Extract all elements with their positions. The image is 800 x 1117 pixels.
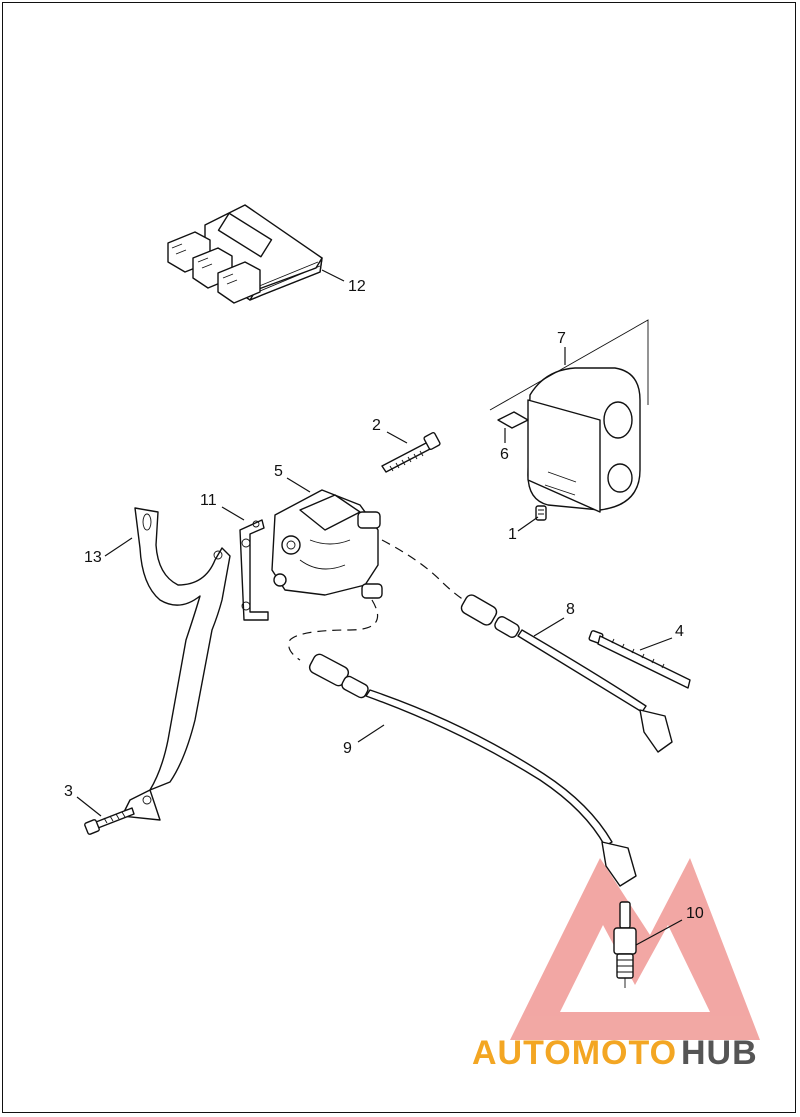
part-6-clip xyxy=(497,411,529,429)
callout-10: 10 xyxy=(686,905,704,922)
leader-4 xyxy=(639,637,673,651)
callout-8: 8 xyxy=(566,601,575,618)
part-1-screw xyxy=(535,505,547,521)
callout-13: 13 xyxy=(84,549,102,566)
leader-1 xyxy=(517,516,539,532)
part-11-bracket xyxy=(239,519,269,621)
leader-13 xyxy=(104,537,133,557)
callout-4: 4 xyxy=(675,623,684,640)
watermark-brand: AUTOMOTO HUB xyxy=(472,1034,758,1072)
watermark-text-part1: AUTOMOTO xyxy=(472,1034,677,1072)
leader-10 xyxy=(635,919,683,946)
part-8-spark-plug-wire xyxy=(381,539,673,753)
watermark-triangle-inner xyxy=(560,925,710,1012)
part-7-coil-cover xyxy=(489,319,649,513)
part-2-bolt xyxy=(381,432,441,473)
callout-6: 6 xyxy=(500,446,509,463)
part-3-bolt xyxy=(84,807,135,835)
callout-11: 11 xyxy=(200,492,217,509)
leader-12 xyxy=(321,269,345,282)
callout-labels: 12 7 6 2 5 11 1 13 8 4 9 3 10 xyxy=(64,278,704,922)
part-13-mounting-bracket xyxy=(121,507,231,821)
leader-8 xyxy=(533,617,565,637)
watermark-text-part2: HUB xyxy=(681,1034,758,1072)
part-10-spark-plug xyxy=(613,901,637,988)
callout-12: 12 xyxy=(348,278,366,295)
callout-3: 3 xyxy=(64,783,73,800)
callout-2: 2 xyxy=(372,417,381,434)
callout-9: 9 xyxy=(343,740,352,757)
part-9-spark-plug-wire xyxy=(288,599,637,887)
leader-5 xyxy=(286,477,311,493)
part-4-cable-tie xyxy=(588,630,691,689)
callout-7: 7 xyxy=(557,330,566,347)
leader-lines xyxy=(76,269,683,946)
leader-9 xyxy=(357,724,385,743)
part-5-ignition-coil xyxy=(271,489,383,599)
leader-3 xyxy=(76,796,102,817)
part-12-module xyxy=(167,204,323,304)
leader-2 xyxy=(386,431,408,444)
leader-11 xyxy=(221,506,245,521)
callout-5: 5 xyxy=(274,463,283,480)
callout-1: 1 xyxy=(508,526,517,543)
